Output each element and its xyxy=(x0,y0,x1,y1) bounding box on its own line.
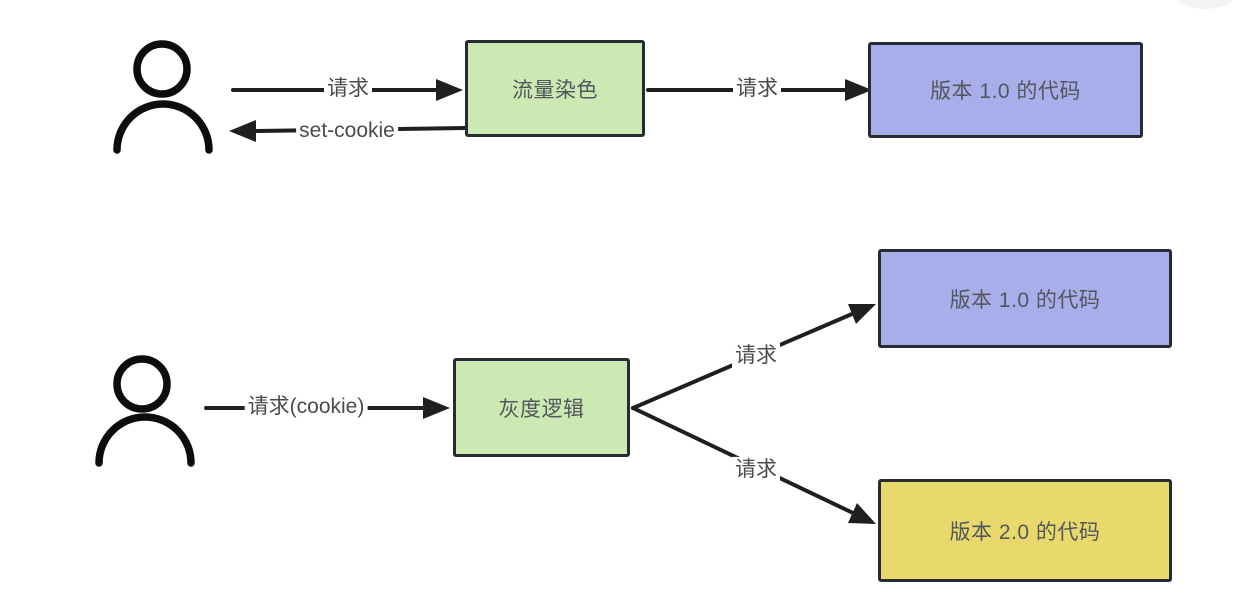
arrowhead-request-cookie xyxy=(423,397,450,419)
user-icon-head xyxy=(113,355,171,413)
node-version1-top: 版本 1.0 的代码 xyxy=(868,42,1143,138)
node-gray-logic: 灰度逻辑 xyxy=(453,358,630,457)
arrowhead-request-user-to-dye xyxy=(436,79,463,101)
edge-label-request: 请求 xyxy=(732,456,780,484)
top-edge-artifact xyxy=(1177,0,1233,9)
arrowhead-request-dye-to-v1 xyxy=(845,79,872,101)
arrowhead-request-to-v2 xyxy=(848,503,876,524)
user-icon xyxy=(113,40,213,154)
edge-label-request: 请求 xyxy=(733,75,781,103)
edge-label-set-cookie: set-cookie xyxy=(296,117,398,145)
user-icon-head xyxy=(133,40,191,98)
node-version2: 版本 2.0 的代码 xyxy=(878,479,1172,582)
user-icon xyxy=(95,355,195,467)
edge-label-request-cookie: 请求(cookie) xyxy=(244,393,368,421)
user-icon-body xyxy=(95,413,195,467)
arrowhead-request-to-v1 xyxy=(848,304,876,324)
user-icon-body xyxy=(113,100,213,154)
node-version1-bottom: 版本 1.0 的代码 xyxy=(878,249,1172,348)
node-traffic-dye: 流量染色 xyxy=(465,40,645,137)
arrowhead-set-cookie-back xyxy=(229,120,256,142)
edge-label-request: 请求 xyxy=(732,342,780,370)
edge-label-request: 请求 xyxy=(324,75,372,103)
